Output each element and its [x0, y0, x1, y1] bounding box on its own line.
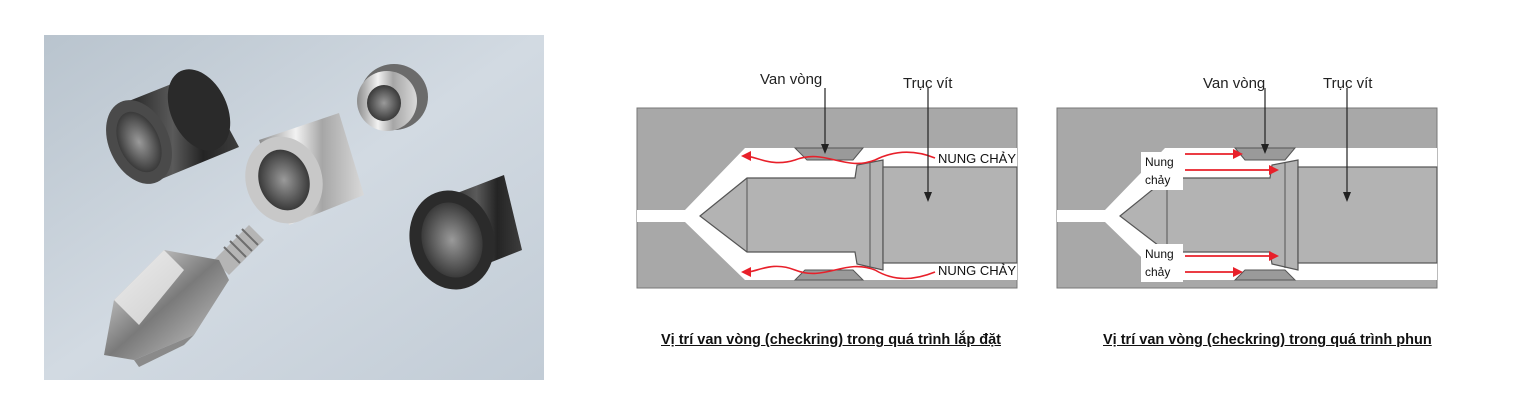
flow-arrows [742, 151, 936, 280]
label-melt-bottom-line1: Nung [1145, 247, 1174, 261]
checkring-injection-diagram: Van vòng Trục vít Nung chảy Nung chảy [1045, 60, 1445, 300]
label-screw: Trục vít [903, 75, 953, 92]
dark-ring-large [106, 69, 239, 184]
label-melt-top-line2: chảy [1145, 173, 1170, 187]
label-screw: Trục vít [1323, 75, 1373, 92]
screw-tip [104, 225, 264, 367]
label-melt-bottom: NUNG CHẢY [938, 263, 1016, 278]
small-ring [357, 64, 428, 131]
caption-injection: Vị trí van vòng (checkring) trong quá tr… [1103, 332, 1432, 348]
dark-ring-right [409, 175, 522, 290]
bright-ring [245, 113, 364, 225]
label-melt-bottom-line2: chảy [1145, 265, 1170, 279]
label-melt-top-line1: Nung [1145, 155, 1174, 169]
label-valve-ring: Van vòng [1203, 75, 1265, 92]
flow-arrows [1185, 153, 1270, 273]
label-valve-ring: Van vòng [760, 71, 822, 88]
checkring-bottom [1233, 269, 1297, 281]
caption-mounting: Vị trí van vòng (checkring) trong quá tr… [661, 332, 1001, 348]
label-melt-top: NUNG CHẢY [938, 151, 1016, 166]
screw [699, 159, 1018, 271]
checkring-mounting-diagram: Van vòng Trục vít NUNG CHẢY NUNG CHẢY [625, 60, 1025, 300]
valve-parts-photo [44, 35, 544, 380]
